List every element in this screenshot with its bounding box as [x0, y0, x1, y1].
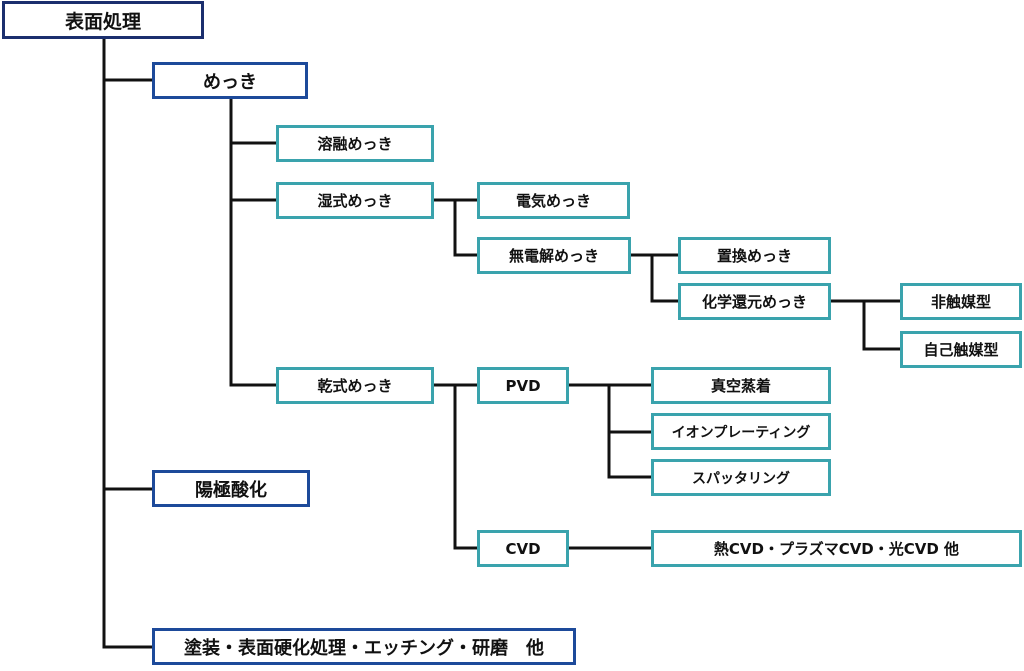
node-non-catalytic: 非触媒型 [900, 283, 1022, 320]
node-label: 溶融めっき [317, 135, 393, 153]
node-label: 湿式めっき [317, 192, 393, 210]
node-label: 表面処理 [64, 10, 141, 33]
node-autocatalytic: 自己触媒型 [900, 331, 1022, 368]
node-displacement-plating: 置換めっき [678, 237, 831, 274]
node-chemical-reduction-plating: 化学還元めっき [678, 283, 831, 320]
node-pvd: PVD [477, 367, 569, 404]
root-node-surface-treatment: 表面処理 [2, 1, 204, 39]
node-label: 塗装・表面硬化処理・エッチング・研磨 他 [184, 637, 544, 659]
node-label: 電気めっき [515, 192, 591, 210]
node-ion-plating: イオンプレーティング [651, 413, 831, 450]
node-other-treatments: 塗装・表面硬化処理・エッチング・研磨 他 [152, 628, 576, 665]
node-anodizing: 陽極酸化 [152, 470, 310, 507]
node-label: 非触媒型 [930, 293, 991, 311]
node-label: 乾式めっき [317, 377, 393, 395]
node-label: CVD [505, 539, 541, 558]
node-cvd: CVD [477, 530, 569, 567]
node-cvd-types: 熱CVD・プラズマCVD・光CVD 他 [651, 530, 1022, 567]
node-label: めっき [203, 71, 257, 93]
node-vacuum-deposition: 真空蒸着 [651, 367, 831, 404]
node-label: 無電解めっき [508, 247, 599, 265]
node-label: スパッタリング [692, 470, 790, 487]
node-label: 真空蒸着 [710, 377, 771, 395]
node-electroless-plating: 無電解めっき [477, 237, 631, 274]
node-label: 化学還元めっき [701, 293, 807, 311]
node-wet-plating: 湿式めっき [276, 182, 434, 219]
node-label: イオンプレーティング [671, 424, 811, 441]
node-label: 熱CVD・プラズマCVD・光CVD 他 [713, 540, 960, 558]
node-hot-dip-plating: 溶融めっき [276, 125, 434, 162]
node-electroplating: 電気めっき [477, 182, 630, 219]
node-label: PVD [505, 376, 541, 395]
node-label: 陽極酸化 [195, 479, 267, 501]
node-label: 自己触媒型 [923, 341, 999, 359]
node-plating: めっき [152, 62, 308, 99]
node-dry-plating: 乾式めっき [276, 367, 434, 404]
node-label: 置換めっき [716, 247, 792, 265]
node-sputtering: スパッタリング [651, 459, 831, 496]
